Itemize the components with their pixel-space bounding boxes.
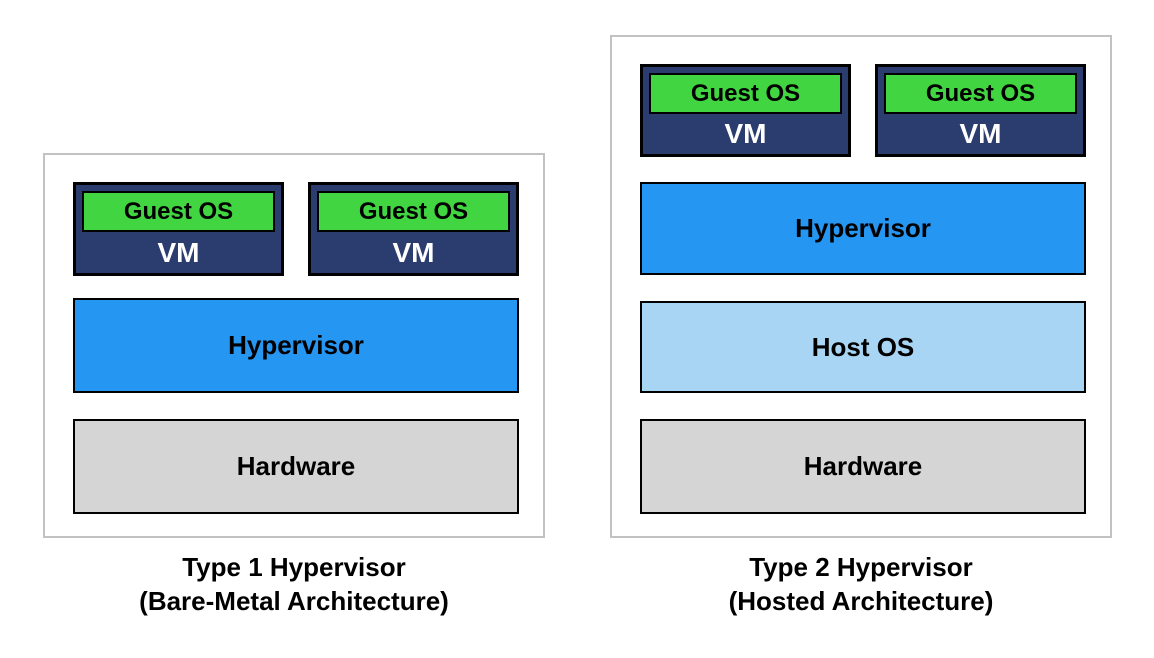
vm-box: Guest OS VM xyxy=(73,182,284,276)
vm-box: Guest OS VM xyxy=(308,182,519,276)
hypervisor-layer: Hypervisor xyxy=(73,298,519,393)
type1-caption-subtitle: (Bare-Metal Architecture) xyxy=(139,586,449,616)
type2-panel: Guest OS VM Guest OS VM Hypervisor Host … xyxy=(610,35,1112,538)
hardware-layer: Hardware xyxy=(640,419,1086,514)
type1-caption: Type 1 Hypervisor (Bare-Metal Architectu… xyxy=(43,550,545,618)
vm-label: VM xyxy=(724,118,767,149)
type1-caption-title: Type 1 Hypervisor xyxy=(182,552,406,582)
type2-caption-title: Type 2 Hypervisor xyxy=(749,552,973,582)
guest-os-layer: Guest OS xyxy=(317,191,510,232)
host-os-layer: Host OS xyxy=(640,301,1086,393)
type2-caption: Type 2 Hypervisor (Hosted Architecture) xyxy=(610,550,1112,618)
guest-os-layer: Guest OS xyxy=(649,73,842,114)
type2-caption-subtitle: (Hosted Architecture) xyxy=(728,586,994,616)
vm-label: VM xyxy=(959,118,1002,149)
hypervisor-layer: Hypervisor xyxy=(640,182,1086,275)
guest-os-layer: Guest OS xyxy=(884,73,1077,114)
vm-box: Guest OS VM xyxy=(875,64,1086,157)
hardware-layer: Hardware xyxy=(73,419,519,514)
type1-panel: Guest OS VM Guest OS VM Hypervisor Hardw… xyxy=(43,153,545,538)
vm-label: VM xyxy=(157,236,200,268)
guest-os-layer: Guest OS xyxy=(82,191,275,232)
vm-box: Guest OS VM xyxy=(640,64,851,157)
vm-label: VM xyxy=(392,236,435,268)
